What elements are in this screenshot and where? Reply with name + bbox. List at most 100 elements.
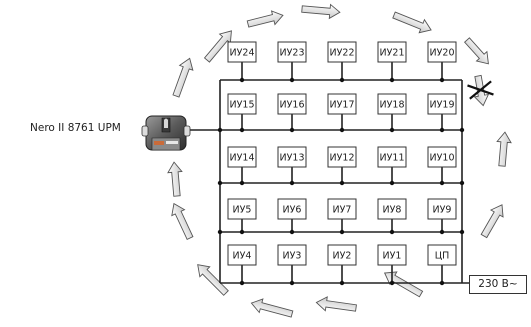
node-box: ИУ13 [277,146,307,168]
junction-dot [289,180,295,186]
junction-dot [389,77,395,83]
node-label: ИУ13 [280,153,305,164]
junction-dot [217,127,223,133]
node-label: ИУ16 [280,100,305,111]
node-box: ИУ10 [427,146,457,168]
junction-dot [289,127,295,133]
node-label: ИУ1 [383,251,402,262]
circular-arrow-icon [315,296,357,312]
crossed-arrow-icon [467,74,494,107]
node-box: ИУ19 [427,93,457,115]
node-box: ИУ2 [327,244,357,266]
node-label: ИУ15 [230,100,255,111]
node-box: ИУ16 [277,93,307,115]
junction-dot [239,77,245,83]
node-box: ИУ6 [277,198,307,220]
junction-dot [217,180,223,186]
node-label: ЦП [435,251,450,262]
junction-dot [239,280,245,286]
node-label: ИУ12 [330,153,355,164]
circular-arrow-icon [480,204,504,239]
node-label: ИУ18 [380,100,405,111]
circular-arrow-icon [171,202,194,240]
node-box: ИУ14 [227,146,257,168]
node-label: ИУ24 [230,48,255,59]
junction-dot [239,127,245,133]
node-box: ИУ5 [227,198,257,220]
junction-dot [459,127,465,133]
node-label: ИУ6 [283,205,302,216]
node-box: ИУ11 [377,146,407,168]
junction-dot [339,127,345,133]
node-label: ИУ19 [430,100,455,111]
bus-lines [186,62,470,286]
node-label: ИУ11 [380,153,405,164]
junction-dot [239,180,245,186]
junction-dot [339,180,345,186]
circular-arrow-icon [301,3,341,20]
junction-dot [389,180,395,186]
node-box: ИУ20 [427,41,457,63]
node-label: ИУ2 [333,251,352,262]
node-box: ИУ3 [277,244,307,266]
power-label: 230 В~ [469,275,527,294]
circular-arrow-group [167,3,512,318]
junction-dot [459,180,465,186]
junction-dot [289,77,295,83]
circular-arrow-icon [167,161,183,197]
node-label: ИУ8 [383,205,402,216]
circular-arrow-icon [392,11,432,34]
node-box: ИУ8 [377,198,407,220]
circular-arrow-icon [496,131,512,167]
circular-arrow-icon [250,298,294,318]
junction-dot [439,180,445,186]
node-label: ИУ14 [230,153,255,164]
circular-arrow-icon [197,264,229,296]
node-box: ИУ9 [427,198,457,220]
circular-arrow-icon [203,30,232,63]
junction-dot [217,229,223,235]
node-box: ИУ21 [377,41,407,63]
junction-dot [439,229,445,235]
junction-dot [459,229,465,235]
junction-dot [389,229,395,235]
node-label: ИУ22 [330,48,355,59]
node-label: ИУ17 [330,100,355,111]
node-label: ИУ10 [430,153,455,164]
node-label: ИУ9 [433,205,452,216]
node-box: ИУ18 [377,93,407,115]
device-label: Nero II 8761 UPM [30,122,121,134]
node-box: ИУ24 [227,41,257,63]
node-box: ИУ1 [377,244,407,266]
circular-arrow-icon [463,37,489,65]
junction-dot [339,77,345,83]
remote-module-icon [141,115,191,151]
junction-dot [389,127,395,133]
node-box: ИУ23 [277,41,307,63]
junction-dot [239,229,245,235]
circular-arrow-icon [172,57,194,98]
junction-dot [439,77,445,83]
junction-dot [339,280,345,286]
junction-dot [289,229,295,235]
node-label: ИУ20 [430,48,455,59]
circular-arrow-icon [246,10,284,28]
junction-dot [439,127,445,133]
node-box: ИУ7 [327,198,357,220]
junction-dot [439,280,445,286]
junction-dot [289,280,295,286]
node-label: ИУ5 [233,205,252,216]
node-box: ИУ22 [327,41,357,63]
node-box: ИУ12 [327,146,357,168]
junction-dot [389,280,395,286]
node-label: ИУ23 [280,48,305,59]
node-box: ИУ15 [227,93,257,115]
junction-dot [339,229,345,235]
node-label: ИУ3 [283,251,302,262]
node-label: ИУ7 [333,205,352,216]
node-box: ИУ4 [227,244,257,266]
node-label: ИУ4 [233,251,252,262]
node-box: ЦП [427,244,457,266]
